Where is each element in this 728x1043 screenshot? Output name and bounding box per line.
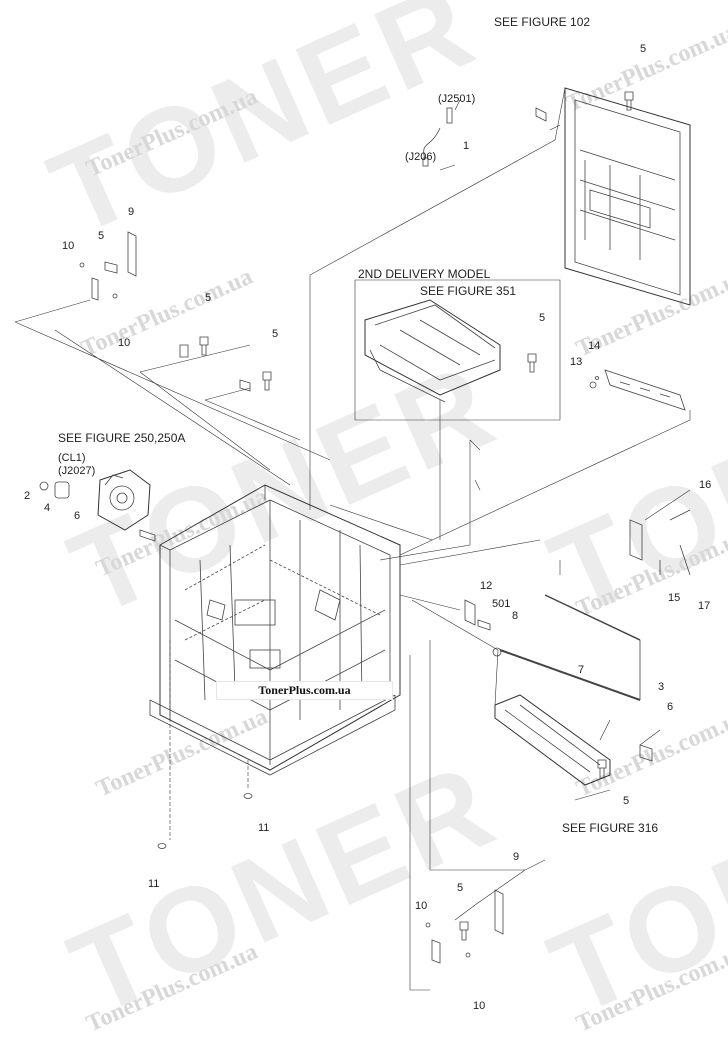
callout-16: 16 xyxy=(699,479,712,491)
connector-cl1: (CL1) xyxy=(58,452,86,464)
callout-17: 17 xyxy=(698,600,711,612)
callout-2: 2 xyxy=(24,490,31,502)
second-delivery-model-title: 2ND DELIVERY MODEL xyxy=(358,267,491,281)
callout-10: 10 xyxy=(415,900,428,912)
bracket-13-14 xyxy=(589,369,686,411)
callout-5: 5 xyxy=(623,795,630,807)
bracket-bottom xyxy=(425,889,504,964)
right-cover xyxy=(535,87,691,306)
callout-15: 15 xyxy=(668,592,681,604)
leader-lines xyxy=(14,87,691,991)
callout-1: 1 xyxy=(463,140,470,152)
callout-5: 5 xyxy=(457,882,464,894)
figure-ref-351: SEE FIGURE 351 xyxy=(420,284,517,298)
main-frame xyxy=(149,484,401,776)
callout-8: 8 xyxy=(512,610,519,622)
delivery-unit xyxy=(364,299,501,403)
callout-5: 5 xyxy=(98,230,105,242)
callout-3: 3 xyxy=(658,681,665,693)
callout-9: 9 xyxy=(128,206,135,218)
callout-5: 5 xyxy=(272,328,279,340)
screws xyxy=(179,91,634,941)
sensor-assembly xyxy=(629,509,691,576)
connector-j2027: (J2027) xyxy=(58,465,96,477)
callout-9: 9 xyxy=(513,851,520,863)
callout-5: 5 xyxy=(539,312,546,324)
figure-ref-250: SEE FIGURE 250,250A xyxy=(58,431,186,445)
callout-10: 10 xyxy=(473,1000,486,1012)
item-12-group xyxy=(464,599,502,657)
callout-13: 13 xyxy=(570,356,583,368)
callout-14: 14 xyxy=(588,340,601,352)
callout-7: 7 xyxy=(578,664,585,676)
callout-5: 5 xyxy=(640,43,647,55)
callout-10: 10 xyxy=(118,337,131,349)
figure-ref-316: SEE FIGURE 316 xyxy=(562,821,659,835)
callout-501: 501 xyxy=(492,598,511,610)
callout-10: 10 xyxy=(62,240,75,252)
shaft-7 xyxy=(499,594,641,701)
cable-assembly-1 xyxy=(422,107,453,167)
drive-assembly xyxy=(39,469,156,542)
callout-5: 5 xyxy=(205,292,212,304)
callout-4: 4 xyxy=(44,502,51,514)
feet-11 xyxy=(157,793,253,849)
callout-11: 11 xyxy=(258,822,270,834)
lower-guide xyxy=(494,694,653,786)
callout-11: 11 xyxy=(148,878,160,890)
bracket-top xyxy=(79,231,137,301)
connector-j206: (J206) xyxy=(405,151,437,163)
callout-6: 6 xyxy=(74,510,81,522)
site-label: TonerPlus.com.ua xyxy=(216,681,393,700)
callout-6: 6 xyxy=(667,701,674,713)
figure-ref-102: SEE FIGURE 102 xyxy=(494,15,591,29)
connector-j2501: (J2501) xyxy=(438,93,476,105)
callout-12: 12 xyxy=(480,580,493,592)
